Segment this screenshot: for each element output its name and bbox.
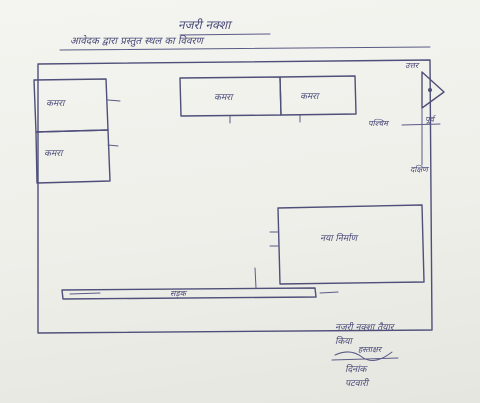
top-room-doors bbox=[229, 114, 301, 124]
road-dashes bbox=[69, 291, 339, 295]
plot-boundary bbox=[37, 59, 433, 334]
signature-line-4: दिनांक bbox=[345, 365, 367, 375]
road-outline bbox=[61, 287, 317, 300]
compass-horizontal bbox=[401, 123, 441, 126]
compass-arrow bbox=[421, 71, 445, 109]
title-underline bbox=[179, 33, 271, 36]
compass-dot bbox=[428, 88, 432, 92]
page-title: नजरी नक्शा bbox=[178, 18, 231, 32]
signature-line-5: पटवारी bbox=[345, 379, 368, 389]
right-block-door bbox=[269, 231, 279, 247]
label-east: पूर्व bbox=[425, 115, 434, 124]
signature-line-1: नजरी नक्शा तैयार bbox=[335, 323, 394, 333]
room-top-2: कमरा bbox=[300, 92, 319, 102]
left-bottom-room-outline bbox=[35, 129, 111, 184]
left-room-doors bbox=[107, 99, 121, 147]
road-label: सड़क bbox=[170, 289, 186, 298]
top-room-2-outline bbox=[279, 75, 357, 116]
signature-line-2: किया bbox=[335, 337, 352, 347]
signature-line-3: हस्ताक्षर bbox=[358, 345, 381, 354]
label-west: पश्चिम bbox=[368, 119, 388, 128]
room-left-top: कमरा bbox=[46, 99, 65, 109]
label-north: उत्तर bbox=[405, 61, 419, 70]
label-south: दक्षिण bbox=[410, 165, 428, 174]
room-right-block: नया निर्माण bbox=[320, 234, 357, 244]
signature-underline bbox=[331, 357, 399, 361]
road-connector bbox=[254, 267, 257, 289]
subtitle-underline bbox=[59, 46, 431, 51]
page-subtitle: आवेदक द्वारा प्रस्तुत स्थल का विवरण bbox=[70, 36, 203, 47]
room-top-1: कमरा bbox=[214, 93, 233, 103]
right-block-outline bbox=[277, 204, 425, 285]
room-left-bottom: कमरा bbox=[44, 149, 63, 159]
